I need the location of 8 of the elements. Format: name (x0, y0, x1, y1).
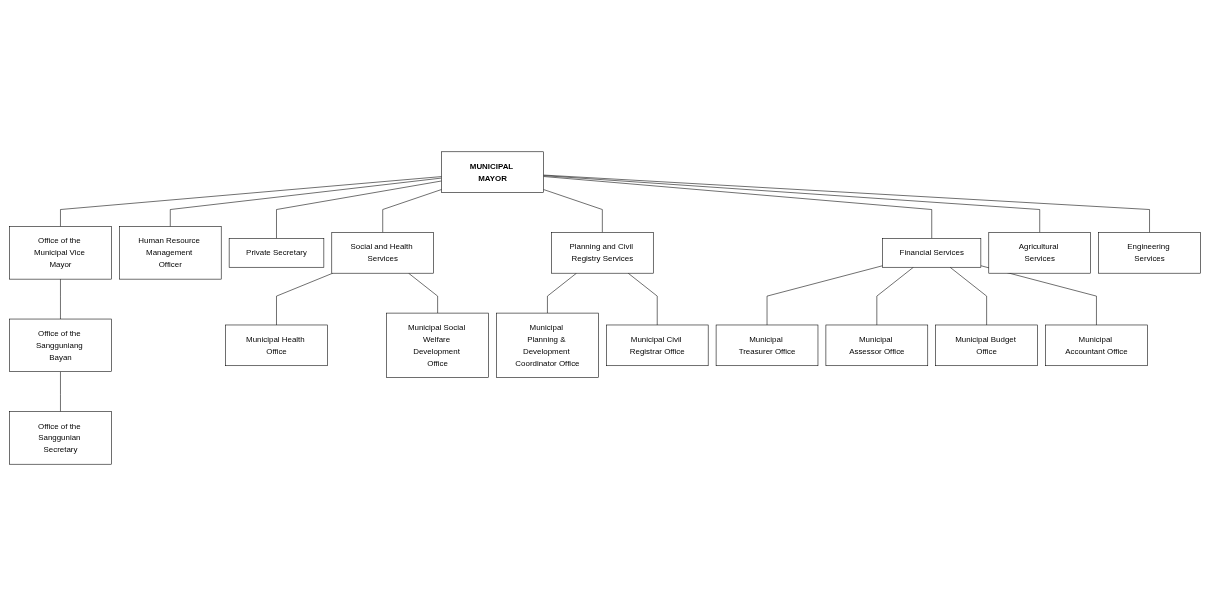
connector (542, 176, 932, 239)
connector (381, 189, 442, 233)
connector (542, 175, 1040, 233)
connector (949, 266, 987, 326)
connector (275, 272, 333, 326)
connector (542, 174, 1150, 233)
connector (627, 272, 657, 326)
connector (59, 278, 61, 320)
